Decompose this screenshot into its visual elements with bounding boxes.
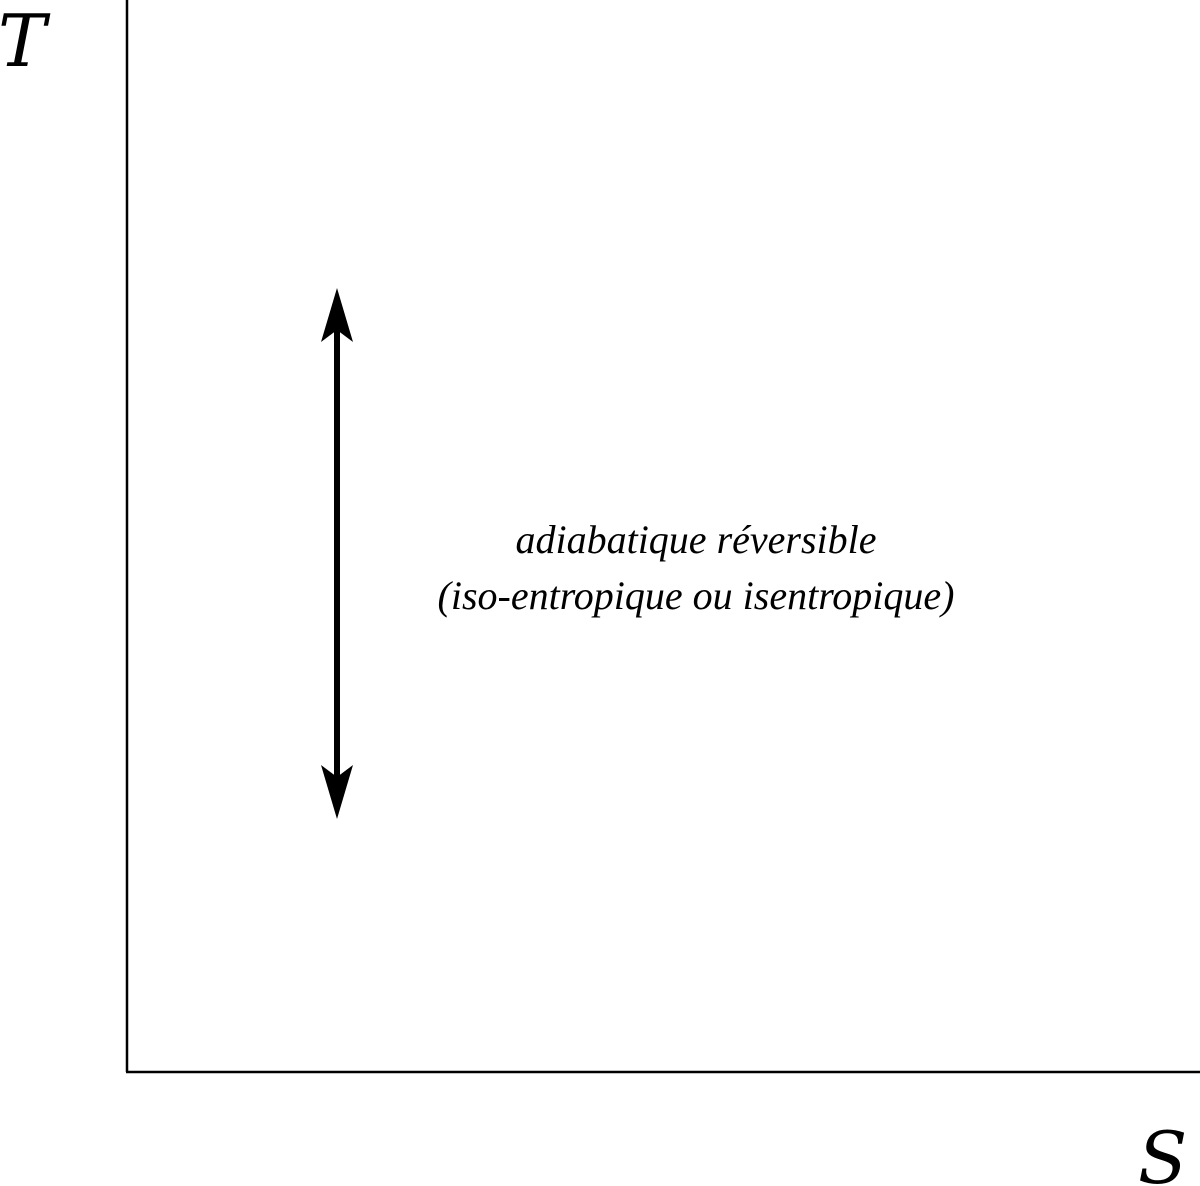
x-axis-label: S — [1138, 1116, 1187, 1186]
annotation-line-2: (iso-entropique ou isentropique) — [438, 573, 955, 618]
annotation-line-1: adiabatique réversible — [515, 517, 876, 562]
arrow-head-up — [321, 288, 353, 342]
isentropic-arrow — [321, 288, 353, 819]
arrow-head-down — [321, 765, 353, 819]
y-axis-label: T — [0, 0, 51, 83]
